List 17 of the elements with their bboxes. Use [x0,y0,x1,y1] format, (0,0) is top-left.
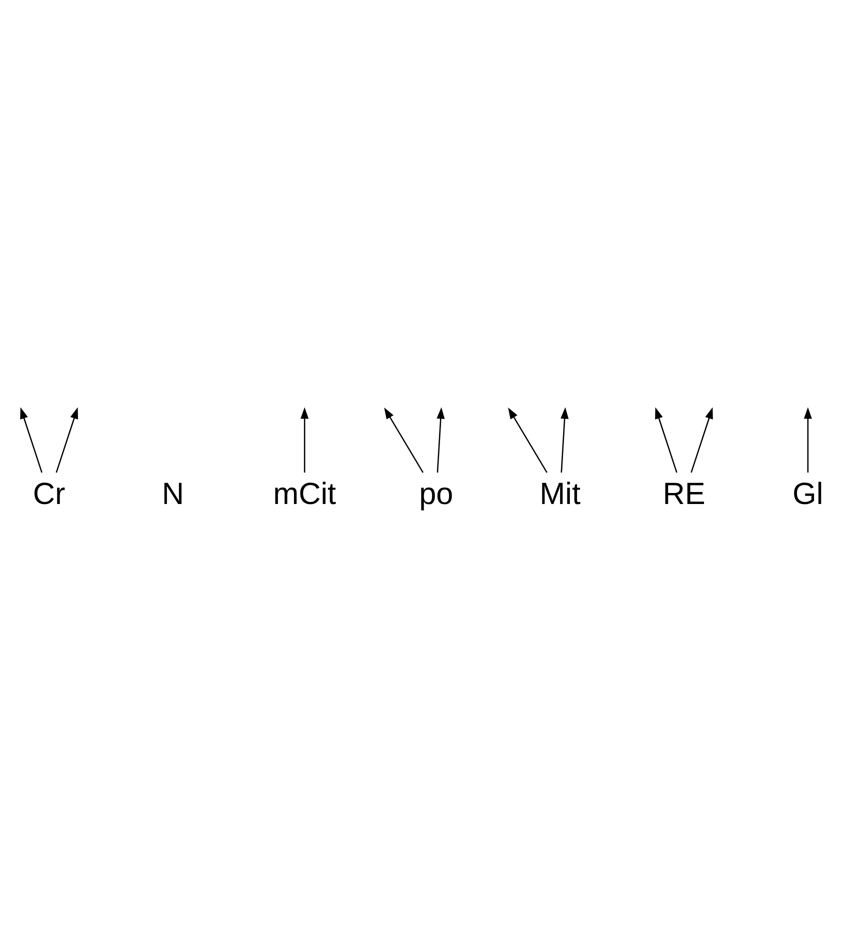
arrow [655,407,678,473]
arrow [436,407,445,473]
node-text: Gl [792,476,824,511]
arrow [508,407,548,473]
node-text: Cr [32,476,66,511]
arrow [804,407,812,473]
arrow [690,407,713,473]
arrow [300,407,309,473]
node-text: Mit [540,476,581,511]
node-text: N [162,476,184,511]
node-text: RE [662,476,706,511]
arrow [56,407,78,473]
arrow [560,407,569,473]
node-text: mCit [273,476,336,511]
node-text: po [419,476,454,511]
arrow [20,407,42,473]
arrow [384,407,424,473]
